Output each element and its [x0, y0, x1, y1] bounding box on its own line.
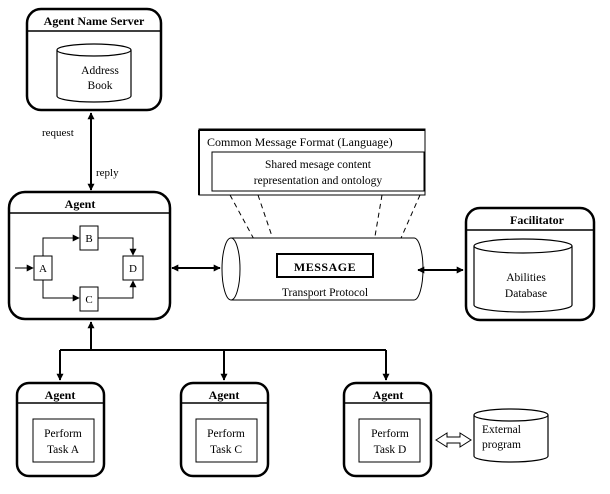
agent-name-server-title: Agent Name Server: [44, 14, 145, 28]
request-label: request: [42, 127, 74, 139]
sub-agent-c-title: Agent: [209, 388, 240, 402]
message-format-title: Common Message Format (Language): [207, 135, 393, 149]
address-book-label-2: Book: [88, 80, 113, 92]
address-book-cylinder-icon: [56, 43, 132, 103]
sub-agent-c-task-2: Task C: [210, 444, 242, 456]
abilities-database-label-1: Abilities: [506, 272, 546, 284]
abilities-database-cylinder-icon: [473, 238, 573, 313]
sub-agent-a-task-1: Perform: [44, 428, 82, 440]
main-agent-title: Agent: [65, 197, 96, 211]
node-c: [79, 286, 99, 312]
message-format-box: Common Message Format (Language) Shared …: [198, 128, 426, 196]
sub-agent-d-task-2: Task D: [374, 444, 407, 456]
message-content-line-2: representation and ontology: [254, 175, 383, 187]
main-agent-box: Agent A B C D: [7, 190, 172, 321]
transport-protocol-label: Transport Protocol: [282, 287, 368, 299]
sub-agent-a-box: Agent Perform Task A: [15, 381, 106, 478]
external-link-hollow-arrow: [435, 432, 472, 448]
facilitator-title: Facilitator: [510, 213, 565, 227]
external-program-label-1: External: [482, 424, 521, 436]
sub-agent-a-title: Agent: [45, 388, 76, 402]
abilities-database-label-2: Database: [505, 288, 547, 300]
node-c-label: C: [85, 294, 92, 306]
sub-agent-connectors: [56, 321, 390, 381]
node-d-label: D: [129, 263, 137, 275]
sub-agent-d-box: Agent Perform Task D: [342, 381, 433, 478]
node-d: [122, 255, 144, 281]
node-b-label: B: [85, 233, 92, 245]
sub-agent-d-task-1: Perform: [371, 428, 409, 440]
reply-label: reply: [96, 167, 119, 179]
message-label: MESSAGE: [294, 260, 356, 274]
node-a-label: A: [39, 263, 47, 275]
address-book-label-1: Address: [81, 65, 119, 77]
sub-agent-c-box: Agent Perform Task C: [179, 381, 270, 478]
transport-pipe: MESSAGE Transport Protocol: [221, 237, 424, 301]
sub-agent-c-task-1: Perform: [207, 428, 245, 440]
message-content-line-1: Shared mesage content: [265, 159, 372, 171]
sub-agent-a-task-2: Task A: [47, 444, 80, 456]
external-program-cylinder-icon: [473, 408, 549, 463]
internal-flow-arrows: [15, 234, 137, 302]
facilitator-box: Facilitator Abilities Database: [464, 206, 596, 322]
sub-agent-d-title: Agent: [373, 388, 404, 402]
external-program-label-2: program: [482, 439, 521, 451]
agent-name-server-box: Agent Name Server Address Book: [25, 7, 163, 112]
